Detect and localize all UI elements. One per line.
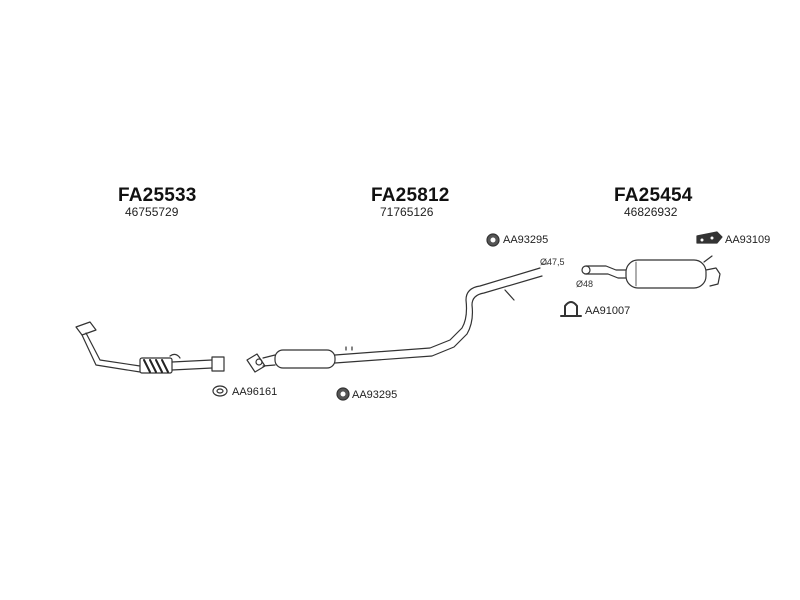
part-label-clamp-upper: AA93295	[503, 234, 549, 246]
part-label-clamp-lower: AA93295	[352, 389, 398, 401]
middle-pipe-part	[246, 267, 543, 373]
part-label-u-clamp: AA91007	[585, 305, 631, 317]
group-code-middle-pipe: FA25812	[371, 185, 450, 206]
dimension-label-pipe-end: Ø47,5	[540, 257, 565, 267]
front-pipe-part	[75, 321, 225, 374]
rear-silencer-part	[581, 255, 721, 289]
group-code-rear-silencer: FA25454	[614, 185, 693, 206]
clamp-upper-part	[486, 233, 500, 247]
group-number-rear-silencer: 46826932	[624, 205, 678, 219]
group-number-front-pipe: 46755729	[125, 205, 179, 219]
clamp-lower-part	[336, 387, 350, 401]
part-label-gasket: AA96161	[232, 386, 278, 398]
dimension-label-silencer-inlet: Ø48	[576, 279, 594, 289]
u-clamp-part	[560, 301, 582, 317]
group-number-middle-pipe: 71765126	[380, 205, 434, 219]
part-label-hanger: AA93109	[725, 234, 771, 246]
gasket-part	[212, 385, 228, 397]
hanger-part	[696, 231, 723, 244]
group-code-front-pipe: FA25533	[118, 185, 197, 206]
